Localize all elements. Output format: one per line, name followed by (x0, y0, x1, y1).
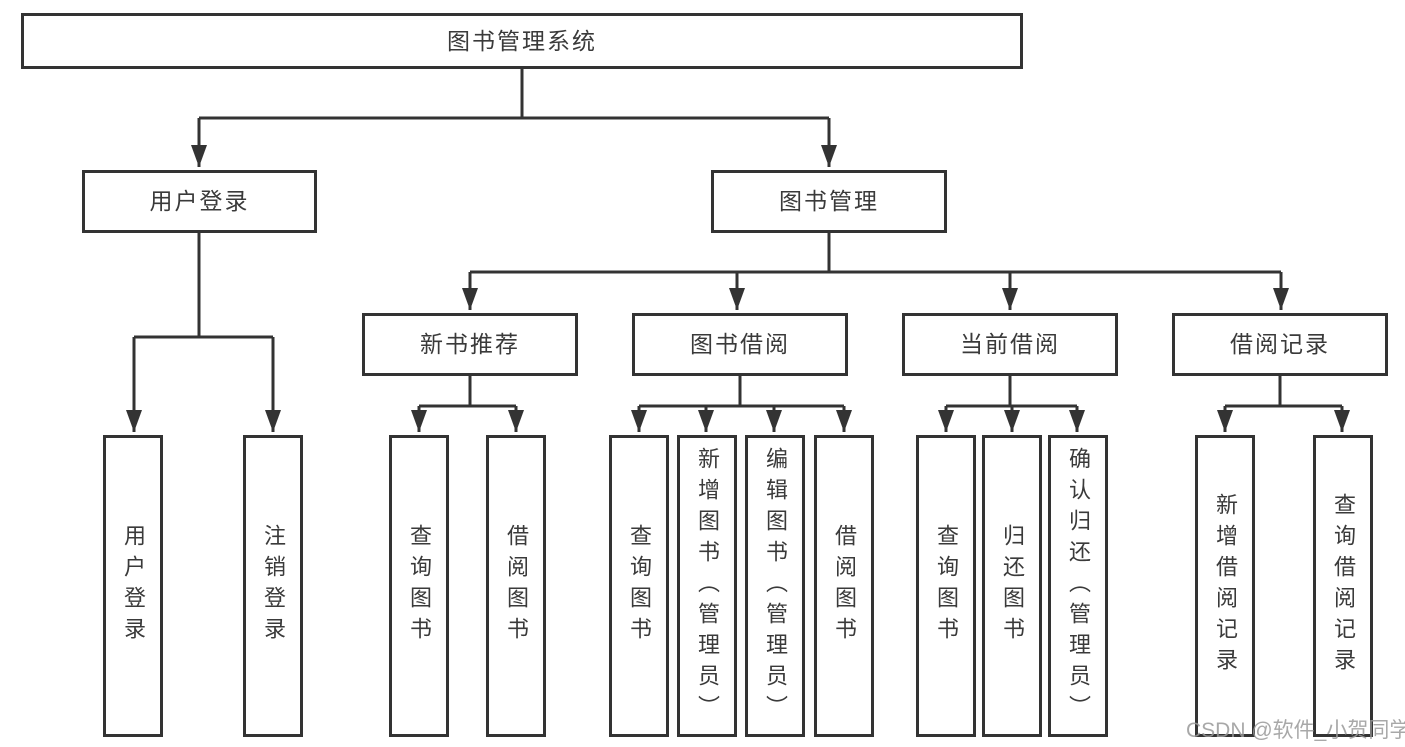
csdn-watermark: CSDN @软件_小贺同学 (1186, 719, 1405, 742)
node-current-borrowing: 当前借阅 (902, 313, 1118, 376)
leaf-query-books: 查询图书 (916, 435, 976, 737)
node-new-book-recommendation: 新书推荐 (362, 313, 578, 376)
leaf-query-books: 查询图书 (609, 435, 669, 737)
leaf-confirm-return-admin: 确认归还（管理员） (1048, 435, 1108, 737)
node-book-management-module: 图书管理 (711, 170, 947, 233)
leaf-add-borrow-record: 新增借阅记录 (1195, 435, 1255, 737)
leaf-borrow-books: 借阅图书 (814, 435, 874, 737)
leaf-logout: 注销登录 (243, 435, 303, 737)
leaf-edit-books-admin: 编辑图书（管理员） (745, 435, 805, 737)
leaf-query-books: 查询图书 (389, 435, 449, 737)
node-root-system: 图书管理系统 (21, 13, 1023, 69)
node-borrowing-records: 借阅记录 (1172, 313, 1388, 376)
leaf-query-borrow-record: 查询借阅记录 (1313, 435, 1373, 737)
node-user-login-module: 用户登录 (82, 170, 317, 233)
node-book-borrowing: 图书借阅 (632, 313, 848, 376)
leaf-user-login: 用户登录 (103, 435, 163, 737)
leaf-add-books-admin: 新增图书（管理员） (677, 435, 737, 737)
leaf-return-books: 归还图书 (982, 435, 1042, 737)
leaf-borrow-books: 借阅图书 (486, 435, 546, 737)
